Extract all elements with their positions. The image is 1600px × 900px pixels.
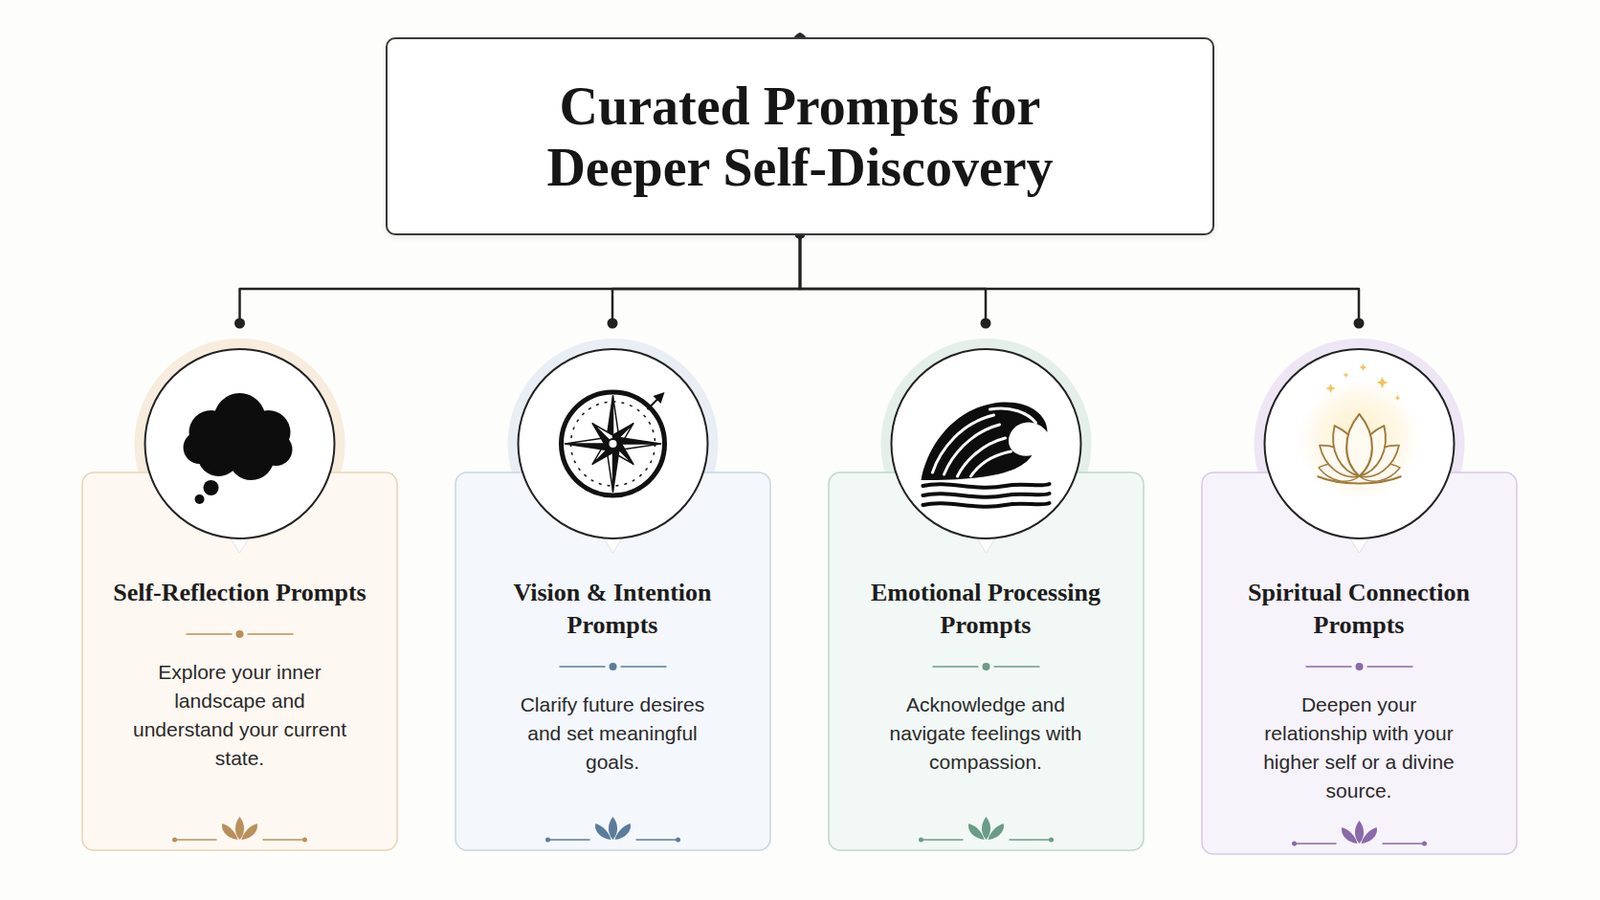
card-description: Explore your inner landscape and underst… — [130, 658, 351, 774]
lotus-icon — [1299, 363, 1419, 500]
prompt-card: Emotional Processing PromptsAcknowledge … — [827, 325, 1145, 852]
connector-dot — [234, 318, 245, 330]
tree-connector — [800, 235, 1359, 326]
heading-divider — [1305, 663, 1413, 671]
leaf-ornament — [918, 817, 1054, 844]
leaf-ornament — [172, 817, 308, 844]
card-heading: Vision & Intention Prompts — [478, 577, 747, 643]
prompt-card: Spiritual Connection PromptsDeepen your … — [1200, 325, 1518, 856]
heading-divider — [186, 630, 294, 639]
icon-circle — [145, 349, 335, 539]
card-heading: Spiritual Connection Prompts — [1224, 577, 1493, 643]
leaf-ornament — [545, 817, 681, 844]
connector-dot — [1354, 318, 1365, 330]
connector-dot — [980, 318, 992, 330]
prompt-card: Vision & Intention PromptsClarify future… — [454, 325, 772, 852]
heading-divider — [932, 663, 1040, 671]
title-box: Curated Prompts for Deeper Self-Discover… — [385, 37, 1215, 236]
leaf-ornament — [1291, 821, 1427, 847]
card-description: Deepen your relationship with your highe… — [1248, 690, 1469, 806]
connector-dot — [607, 318, 619, 330]
prompt-card: Self-Reflection PromptsExplore your inne… — [81, 325, 399, 852]
wave-icon — [920, 402, 1049, 508]
heading-divider — [558, 663, 667, 671]
tree-connector — [800, 235, 986, 326]
card-heading: Emotional Processing Prompts — [851, 577, 1120, 643]
icon-circle — [517, 349, 708, 539]
icon-circle — [890, 349, 1081, 539]
icon-circle — [1264, 349, 1454, 539]
card-description: Acknowledge and navigate feelings with c… — [875, 690, 1096, 778]
card-heading: Self-Reflection Prompts — [106, 577, 375, 610]
tree-connector — [240, 235, 801, 326]
compass-icon — [560, 392, 665, 496]
title-text: Curated Prompts for Deeper Self-Discover… — [484, 75, 1116, 199]
card-description: Clarify future desires and set meaningfu… — [502, 690, 723, 778]
cloud-icon — [183, 393, 293, 505]
tree-connector — [612, 235, 800, 326]
